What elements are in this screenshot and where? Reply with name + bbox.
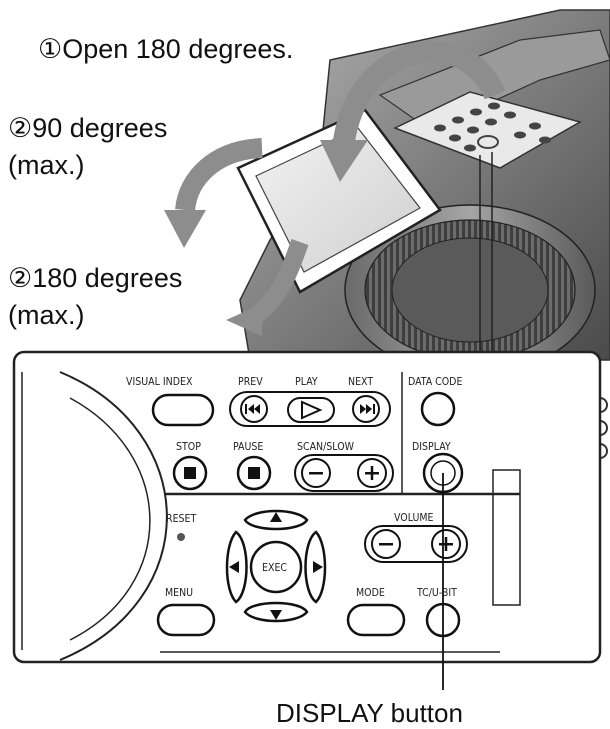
minus-icon [309, 472, 323, 475]
data-code-button[interactable] [420, 391, 456, 427]
camcorder-illustration [236, 9, 610, 459]
rotate-180-arrow-head [226, 304, 262, 336]
skip-forward-icon [360, 404, 375, 414]
open-180-arrow-head [320, 140, 368, 182]
visual-index-label: VISUAL INDEX [126, 376, 193, 388]
scan-slow-plus-button[interactable] [357, 458, 387, 488]
zoom-leader-lines [479, 152, 493, 358]
rotate-90-arrow-head [164, 210, 206, 248]
pause-label: PAUSE [233, 441, 263, 453]
top-plate-buttons [434, 102, 551, 152]
plus-icon [365, 466, 379, 480]
next-button[interactable] [352, 395, 380, 423]
panel-outline [12, 350, 602, 664]
scan-slow-minus-button[interactable] [301, 458, 331, 488]
mode-button[interactable] [346, 603, 406, 637]
direction-arrow-icon [229, 561, 239, 573]
mode-label: MODE [356, 587, 385, 599]
display-button-callout-label: DISPLAY button [276, 698, 463, 728]
scan-slow-label: SCAN/SLOW [297, 441, 355, 453]
volume-plus-button[interactable] [431, 529, 461, 559]
volume-minus-button[interactable] [371, 529, 401, 559]
stop-label: STOP [176, 441, 201, 453]
panel-right-slot [492, 469, 521, 606]
data-code-label: DATA CODE [408, 376, 462, 388]
play-button[interactable] [287, 397, 335, 423]
rotate-90-arrow [175, 138, 263, 212]
prev-button[interactable] [240, 395, 268, 423]
direction-arrow-icon [270, 610, 282, 620]
visual-index-button[interactable] [151, 393, 215, 427]
step1-label: ①Open 180 degrees. [38, 34, 293, 64]
rotation-arrows [164, 40, 506, 336]
direction-arrow-icon [313, 561, 323, 573]
stop-icon [184, 467, 196, 479]
exec-label: EXEC [262, 562, 287, 574]
direction-arrow-icon [270, 512, 282, 522]
play-icon [301, 400, 323, 420]
panel-hinge-inner [69, 397, 151, 641]
play-label: PLAY [295, 376, 318, 388]
step2a-sublabel: (max.) [8, 150, 85, 180]
instructions: ①Open 180 degrees. ②90 degrees (max.) ②1… [8, 34, 293, 330]
pause-button[interactable] [236, 455, 272, 491]
step2b-sublabel: (max.) [8, 300, 85, 330]
menu-button[interactable] [156, 603, 216, 637]
step2b-label: ②180 degrees [8, 263, 182, 293]
panel-hinge-outer [59, 371, 168, 661]
prev-label: PREV [238, 376, 263, 388]
top-button-plate [393, 91, 582, 169]
skip-back-icon [245, 404, 260, 414]
open-180-arrow [332, 40, 506, 150]
stop-button[interactable] [172, 455, 208, 491]
reset-label: RESET [166, 513, 196, 525]
camcorder-lens-inner [391, 237, 549, 343]
step2a-label: ②90 degrees [8, 113, 167, 143]
menu-label: MENU [165, 587, 193, 599]
tc-ubit-label: TC/U-BIT [416, 587, 457, 599]
exec-button[interactable] [249, 540, 303, 594]
control-panel: VISUAL INDEX PREV PLAY NEXT DATA [12, 350, 602, 664]
volume-label: VOLUME [394, 512, 434, 524]
next-label: NEXT [348, 376, 373, 388]
minus-icon [379, 543, 393, 546]
direction-pad: EXEC [225, 509, 327, 623]
display-label: DISPLAY [412, 441, 451, 453]
plus-icon [439, 537, 453, 551]
pause-icon [248, 467, 260, 479]
reset-button[interactable] [177, 533, 185, 541]
display-callout: DISPLAY button [276, 473, 463, 728]
